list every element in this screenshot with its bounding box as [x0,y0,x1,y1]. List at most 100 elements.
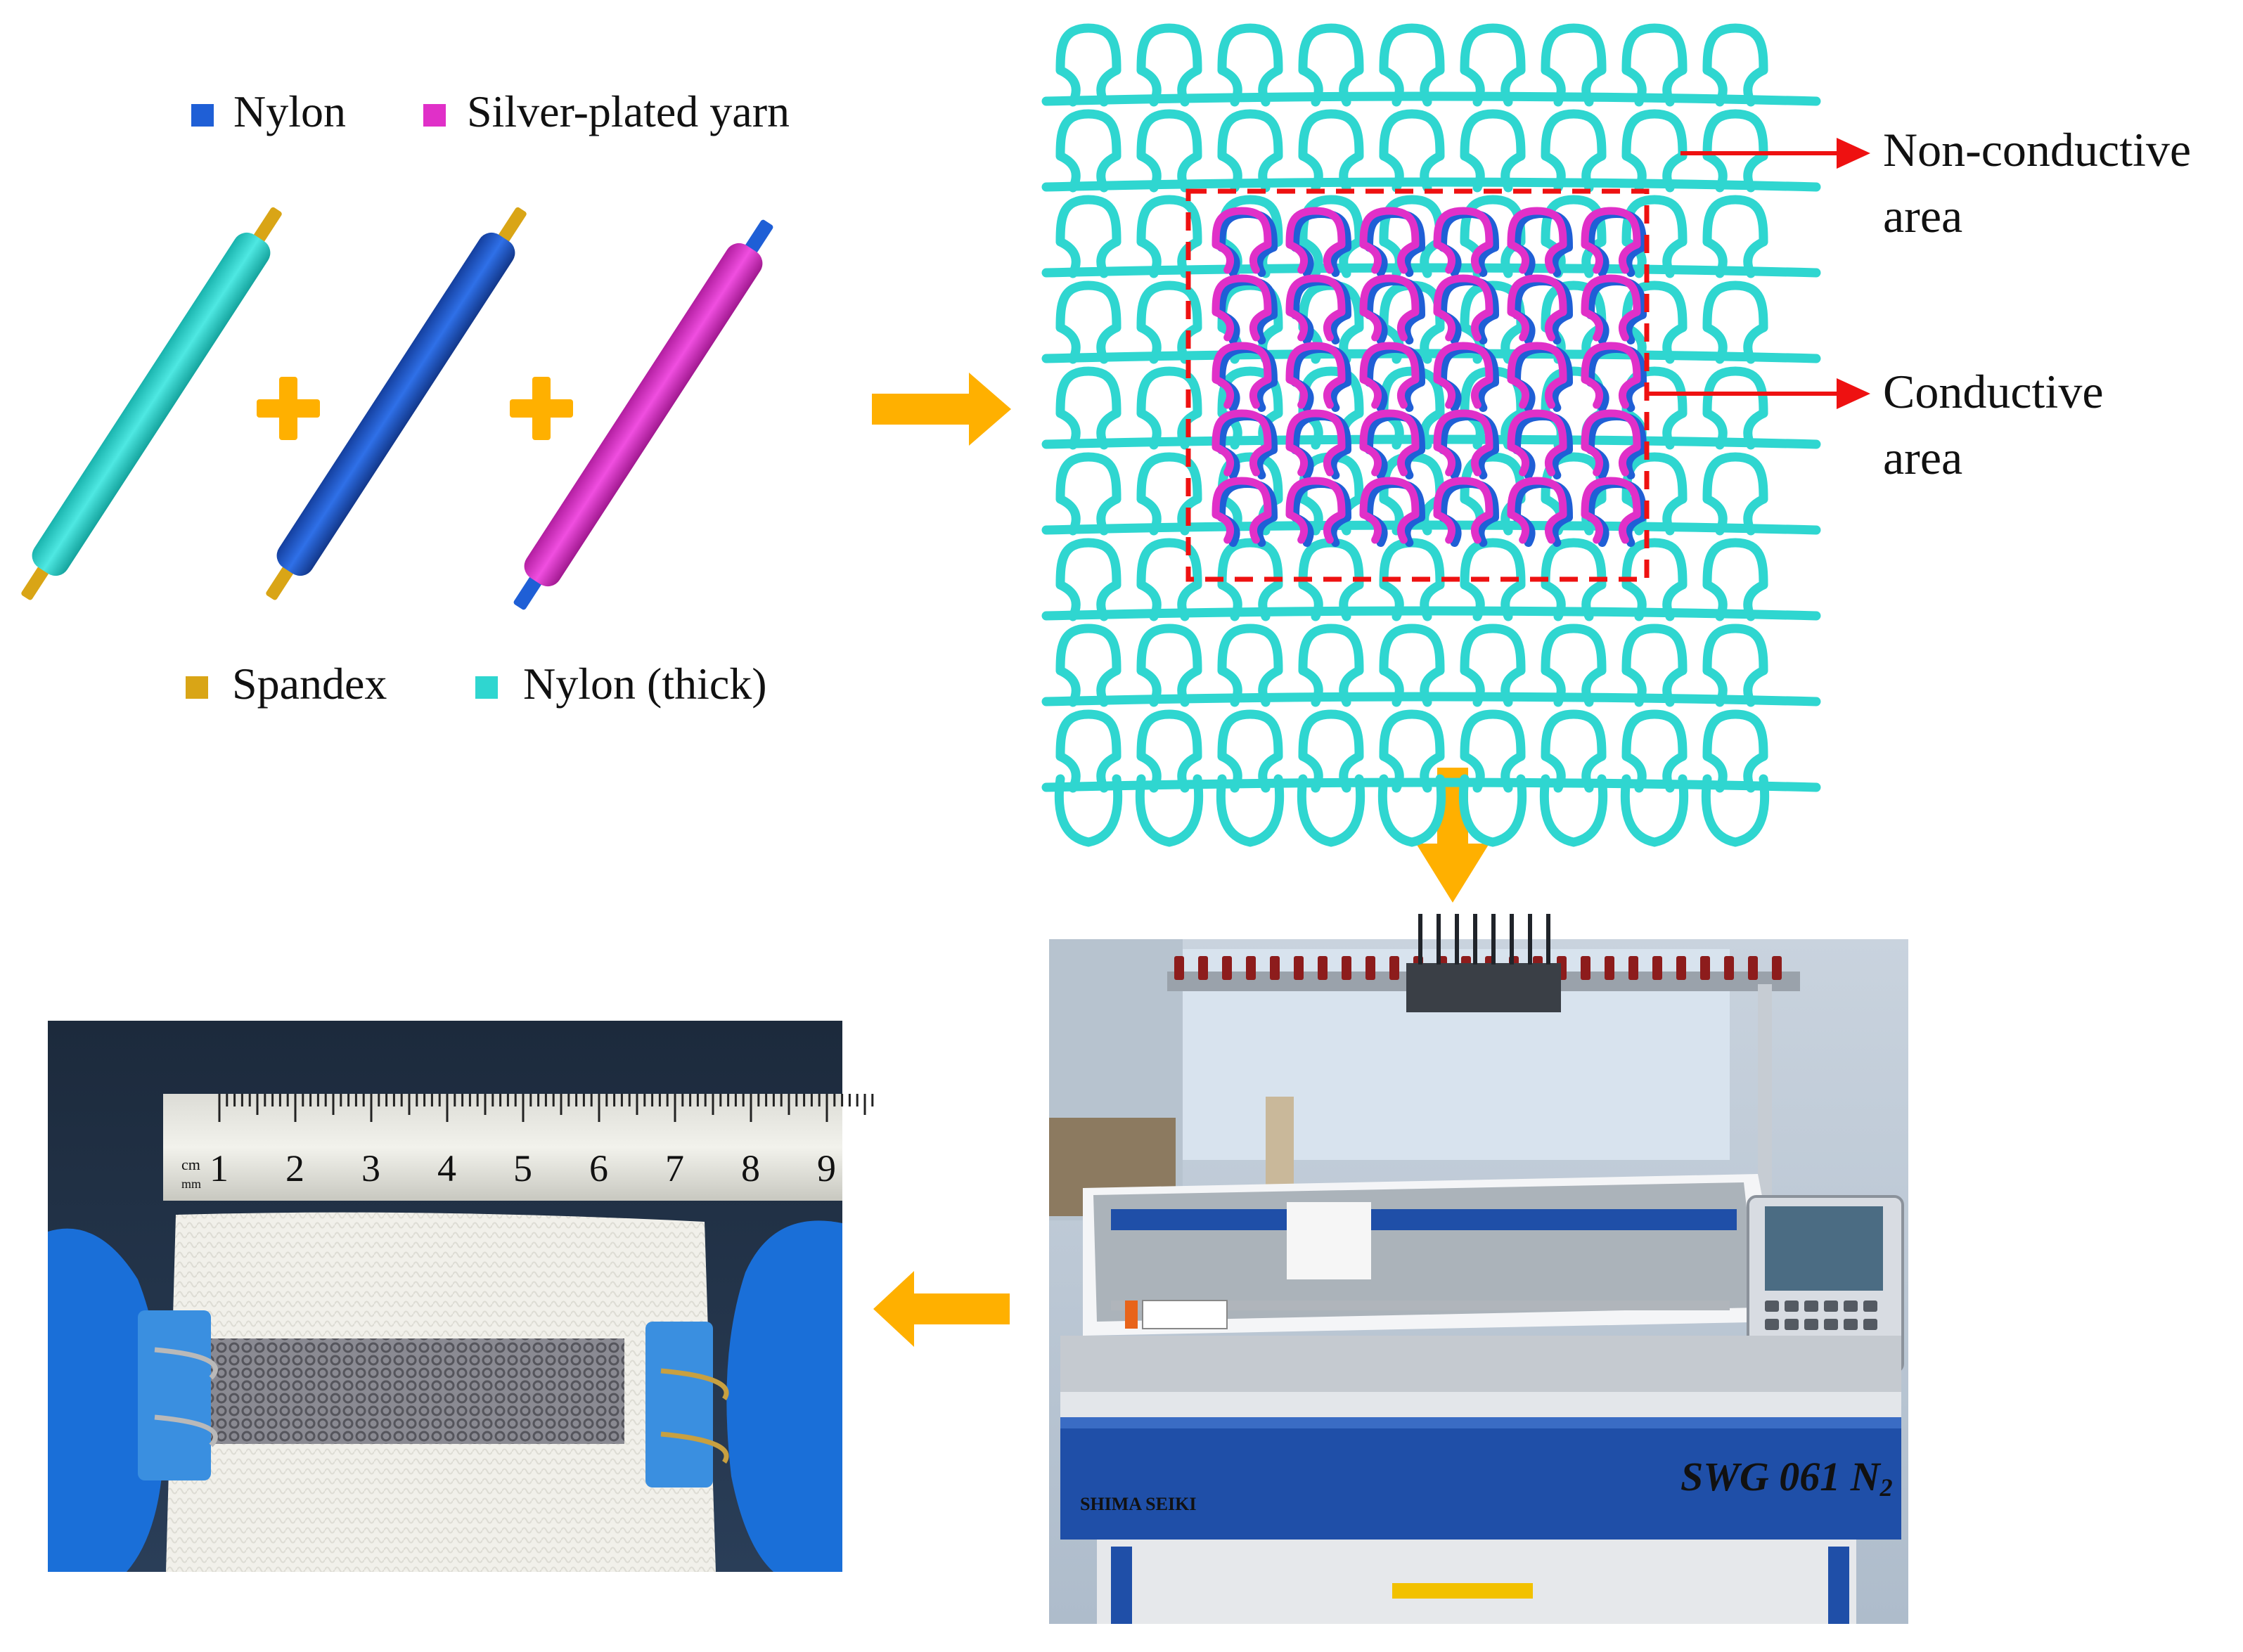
arrow-left-icon [873,1271,1010,1347]
conductive-loop-silver [1433,409,1493,477]
knit-course [1041,177,1821,192]
conductive-loop-silver [1359,207,1420,274]
conductive-loop-silver [1359,477,1420,544]
conductive-loop-silver [1507,207,1567,274]
machine-front-panel [1060,1417,1901,1540]
knit-loop [1539,774,1608,847]
panel-key [1844,1301,1858,1312]
knit-loop [1458,774,1527,847]
machine-brand-label: SHIMA SEIKI [1080,1494,1196,1514]
conductive-loop-silver [1433,342,1493,409]
ruler-number: 3 [361,1147,380,1189]
legend: Nylon Silver-plated yarn Spandex Nylon (… [186,86,790,709]
conductive-loop-silver [1433,477,1493,544]
conductive-silver-strip [208,1338,624,1444]
yarn-feeder [1222,956,1232,980]
knit-course [1041,91,1821,106]
panel-key [1824,1301,1838,1312]
yarn-nylon-thick [21,207,282,600]
left-glove [48,1228,163,1572]
knit-loop [1135,774,1204,847]
yarn-feeder [1724,956,1734,980]
yarn-nylon [266,207,527,600]
legend-swatch-spandex [186,676,208,699]
panel-key [1844,1319,1858,1330]
knit-loop [1216,774,1285,847]
panel-key [1765,1319,1779,1330]
yarn-feeder [1772,956,1782,980]
yarn-feeder [1294,956,1304,980]
conductive-loop-silver [1507,477,1567,544]
arrow-down-icon [1416,768,1489,903]
conductive-loop-silver [1285,342,1346,409]
ruler-unit-mm: mm [181,1177,201,1191]
callout-non-conductive-line1: Non-conductive [1883,123,2191,176]
knit-loop [1377,774,1446,847]
panel-key [1863,1319,1877,1330]
conductive-loop-silver [1433,207,1493,274]
conductive-loop-silver [1507,409,1567,477]
legend-swatch-nylon-thick [475,676,498,699]
conductive-loop-silver [1507,274,1567,342]
knit-course [1041,777,1821,792]
machine-model-label: SWG 061 N2 [1680,1454,1893,1502]
legend-label-spandex: Spandex [232,659,387,709]
conductive-loop-silver [1581,477,1641,544]
yarn-feeder [1246,956,1256,980]
conductive-loop-silver [1507,342,1567,409]
knit-structure [1041,21,1821,847]
yarn-feeder [1342,956,1351,980]
legend-swatch-nylon [191,104,214,127]
callout-non-conductive: Non-conductive area [1680,123,2191,243]
yarn-feeder [1198,956,1208,980]
conductive-loop-silver [1359,409,1420,477]
conductive-loop-silver [1212,342,1272,409]
panel-key [1863,1301,1877,1312]
ruler-number: 2 [285,1147,304,1189]
panel-key [1804,1319,1818,1330]
ruler-number: 7 [665,1147,684,1189]
conductive-loop-silver [1581,342,1641,409]
conductive-loop-silver [1285,207,1346,274]
knit-conductive-loops [1212,207,1647,547]
panel-key [1785,1319,1799,1330]
yarn-feeder [1581,956,1590,980]
plus-icon [257,377,320,440]
ruler-number: 9 [817,1147,836,1189]
ruler-number: 1 [210,1147,229,1189]
conductive-loop-silver [1212,477,1272,544]
yarn-feeder [1605,956,1614,980]
yarn-feeder [1628,956,1638,980]
left-binder-clip [138,1310,218,1480]
yarn-feeder [1270,956,1280,980]
knitting-machine-photo: SHIMA SEIKI SWG 061 N2 [1049,914,1908,1624]
ruler-number: 4 [437,1147,456,1189]
conductive-loop-silver [1285,477,1346,544]
panel-key [1804,1301,1818,1312]
ruler-number: 8 [741,1147,760,1189]
knit-loop [1620,774,1689,847]
conductive-loop-silver [1581,274,1641,342]
legend-swatch-silver-plated-yarn [423,104,446,127]
conductive-area-boundary [1185,188,1650,582]
arrow-right-icon [872,373,1011,446]
conductive-loop-silver [1285,274,1346,342]
knit-course [1041,434,1821,449]
yarn-feeder [1174,956,1184,980]
knit-loop [1054,774,1123,847]
yarn-feeder [1748,956,1758,980]
yarn-feeder [1365,956,1375,980]
conductive-loop-silver [1212,409,1272,477]
panel-key [1765,1301,1779,1312]
callout-conductive: Conductive area [1647,365,2104,484]
plus-icon [510,377,573,440]
conductive-loop-silver [1581,207,1641,274]
knit-course [1041,606,1821,621]
yarn-feeder [1318,956,1328,980]
knit-course [1041,692,1821,706]
yarn-feeder [1389,956,1399,980]
legend-label-nylon: Nylon [233,86,346,136]
